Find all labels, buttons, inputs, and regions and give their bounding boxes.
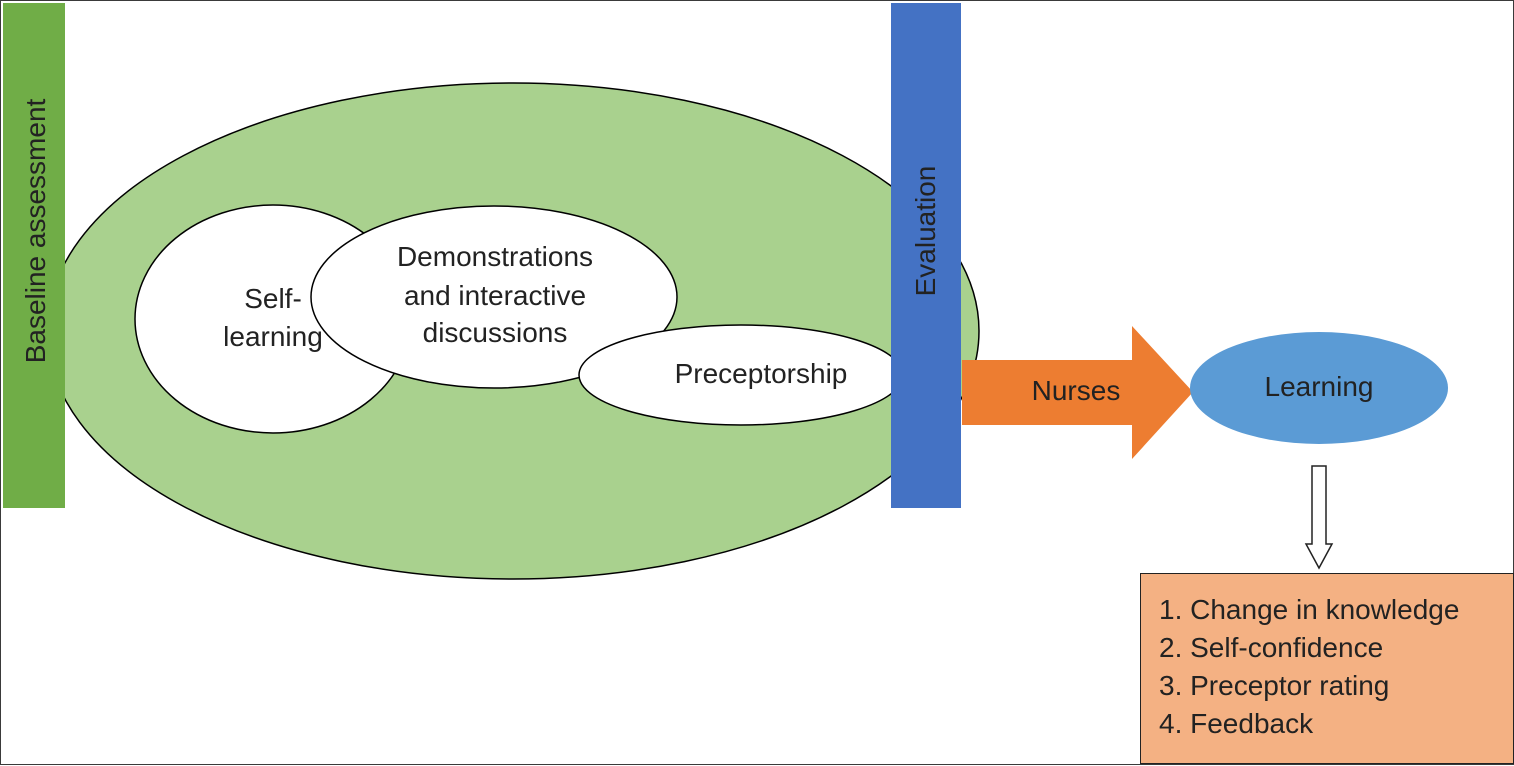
baseline-assessment-label: Baseline assessment bbox=[20, 98, 51, 363]
nurses-label: Nurses bbox=[1032, 375, 1121, 406]
learning-ellipse bbox=[1190, 332, 1448, 444]
demonstrations-label-line1: Demonstrations bbox=[397, 241, 593, 272]
outcomes-box bbox=[1140, 573, 1514, 764]
demonstrations-label-line3: discussions bbox=[423, 317, 568, 348]
demonstrations-ellipse bbox=[310, 205, 678, 389]
baseline-assessment-bar bbox=[3, 3, 65, 508]
nurses-arrow bbox=[962, 326, 1193, 459]
demonstrations-label-line2: and interactive bbox=[404, 280, 586, 311]
outcome-item: 2. Self-confidence bbox=[1159, 632, 1384, 663]
evaluation-bar bbox=[891, 3, 961, 508]
evaluation-label: Evaluation bbox=[910, 166, 941, 297]
self-learning-label-line1: Self- bbox=[244, 283, 302, 314]
learning-label: Learning bbox=[1265, 371, 1374, 402]
down-arrow-icon bbox=[1304, 465, 1334, 570]
outcomes-list: 1. Change in knowledge 2. Self-confidenc… bbox=[1140, 573, 1514, 764]
self-learning-label-line2: learning bbox=[223, 321, 323, 352]
outcome-item: 4. Feedback bbox=[1159, 708, 1314, 739]
outcome-item: 3. Preceptor rating bbox=[1159, 670, 1390, 701]
preceptorship-label: Preceptorship bbox=[675, 358, 848, 389]
outcome-item: 1. Change in knowledge bbox=[1159, 594, 1460, 625]
